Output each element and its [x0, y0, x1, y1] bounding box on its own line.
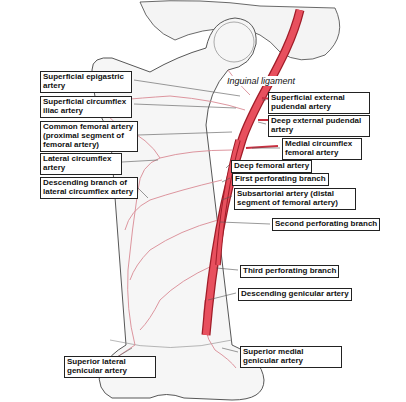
label-text: Common femoral artery (proximal segment …: [43, 123, 135, 150]
label-text: Descending branch of lateral circumflex …: [43, 179, 135, 197]
label-text: Superficial epigastric artery: [43, 73, 129, 91]
label-text: First perforating branch: [235, 175, 326, 184]
label-box: Superior medial genicular artery: [240, 346, 342, 368]
label-box: Medial circumflex femoral artery: [282, 138, 362, 160]
label-box: Common femoral artery (proximal segment …: [40, 121, 138, 152]
label-box: Descending branch of lateral circumflex …: [40, 177, 138, 199]
label-text: Descending genicular artery: [241, 290, 349, 299]
structure-label: Inguinal ligament: [226, 76, 296, 86]
label-box: Deep external pudendal artery: [268, 115, 370, 137]
label-text: Superior medial genicular artery: [243, 348, 339, 366]
label-box: Lateral circumflex artery: [40, 153, 122, 175]
label-box: Superficial circumflex iliac artery: [40, 96, 132, 118]
label-text: Deep external pudendal artery: [271, 117, 367, 135]
label-text: Second perforating branch: [275, 220, 377, 229]
label-text: Superficial external pudendal artery: [271, 94, 367, 112]
label-box: Deep femoral artery: [231, 160, 312, 173]
femoral-head: [214, 22, 254, 62]
label-box: Subsartorial artery (distal segment of f…: [234, 188, 356, 210]
label-box: Second perforating branch: [272, 218, 380, 231]
condyle-line: [110, 340, 232, 348]
label-box: Superficial external pudendal artery: [268, 92, 370, 114]
label-text: Subsartorial artery (distal segment of f…: [237, 190, 353, 208]
label-box: Superior lateral genicular artery: [64, 356, 156, 378]
label-box: Descending genicular artery: [238, 288, 352, 301]
label-text: Superficial circumflex iliac artery: [43, 98, 129, 116]
label-box: Superficial epigastric artery: [40, 71, 132, 93]
label-text: Superior lateral genicular artery: [67, 358, 153, 376]
label-box: Third perforating branch: [240, 265, 339, 278]
label-text: Medial circumflex femoral artery: [285, 140, 359, 158]
label-text: Third perforating branch: [243, 267, 336, 276]
label-text: Lateral circumflex artery: [43, 155, 119, 173]
label-box: First perforating branch: [232, 173, 329, 186]
label-text: Deep femoral artery: [234, 162, 309, 171]
